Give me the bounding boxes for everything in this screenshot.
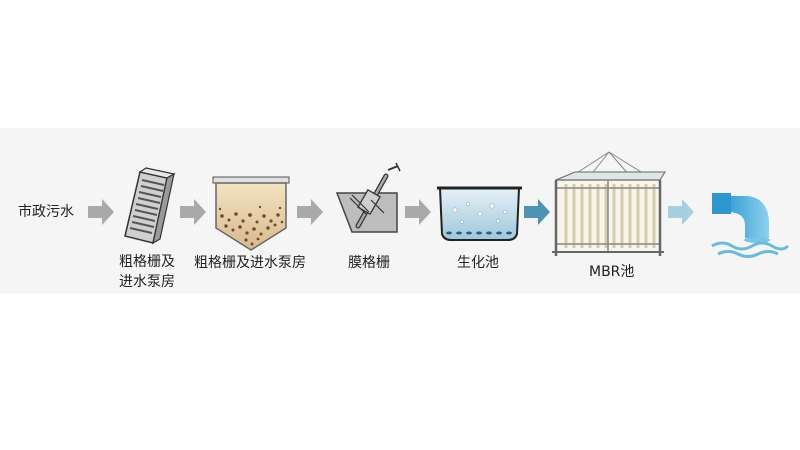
flow-arrow-1 [88,199,114,225]
stage-label-coarse-screen-line1: 粗格栅及 [119,254,175,270]
bio-tank-icon [437,186,522,241]
stage-label-membrane-screen: 膜格栅 [348,255,390,271]
stage-label-pump-house: 粗格栅及进水泵房 [194,255,306,271]
stage-label-coarse-screen-line2: 进水泵房 [119,274,175,290]
flow-arrow-2 [180,199,206,225]
discharge-pipe-icon [711,193,790,258]
pump-house-tank-icon [212,176,290,251]
flow-arrow-3 [297,199,323,225]
stage-label-mbr-tank: MBR池 [589,264,635,280]
mbr-module-icon [552,151,666,256]
flow-arrow-6 [668,199,694,225]
flow-arrow-4 [405,199,431,225]
coarse-screen-icon [124,167,176,245]
flow-arrow-5 [524,199,550,225]
stage-label-bio-tank: 生化池 [457,255,499,271]
stage-label-municipal-sewage: 市政污水 [18,204,74,220]
membrane-screen-icon [335,162,401,233]
